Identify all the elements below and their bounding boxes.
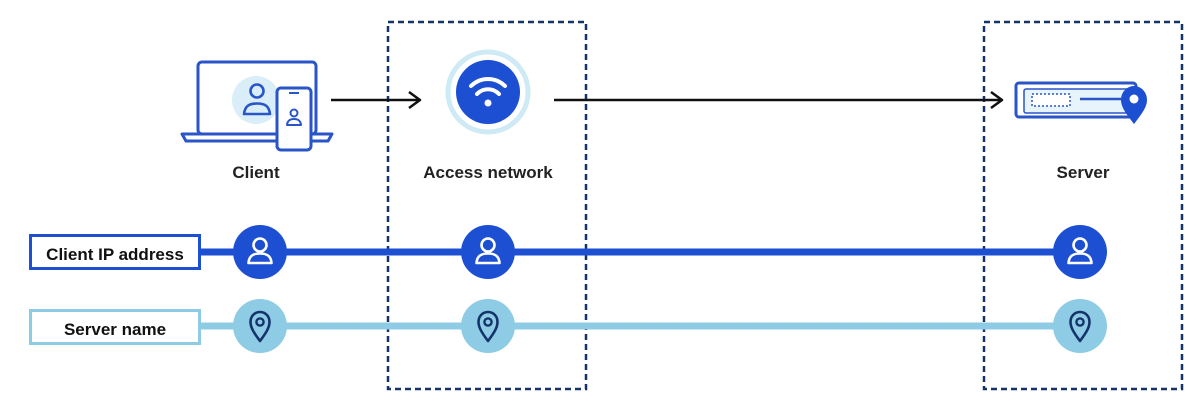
server-name-marker-client <box>233 299 287 353</box>
client-ip-marker-server <box>1053 225 1107 279</box>
server-name-marker-server <box>1053 299 1107 353</box>
server-name-label: Server name <box>29 309 201 345</box>
access-network-label: Access network <box>423 163 553 182</box>
client-ip-marker-access <box>461 225 515 279</box>
server-label: Server <box>1056 163 1110 182</box>
access-network-zone <box>386 20 588 391</box>
server-zone <box>982 20 1184 391</box>
wifi-icon <box>445 49 531 135</box>
client-label: Client <box>232 163 280 182</box>
server-name-marker-access <box>461 299 515 353</box>
server-location-icon <box>1014 81 1147 124</box>
client-ip-marker-client <box>233 225 287 279</box>
laptop-phone-user-icon <box>180 60 334 152</box>
client-ip-address-label: Client IP address <box>29 234 201 270</box>
arrow-client-to-access <box>331 90 422 110</box>
arrow-access-to-server <box>554 90 1004 110</box>
